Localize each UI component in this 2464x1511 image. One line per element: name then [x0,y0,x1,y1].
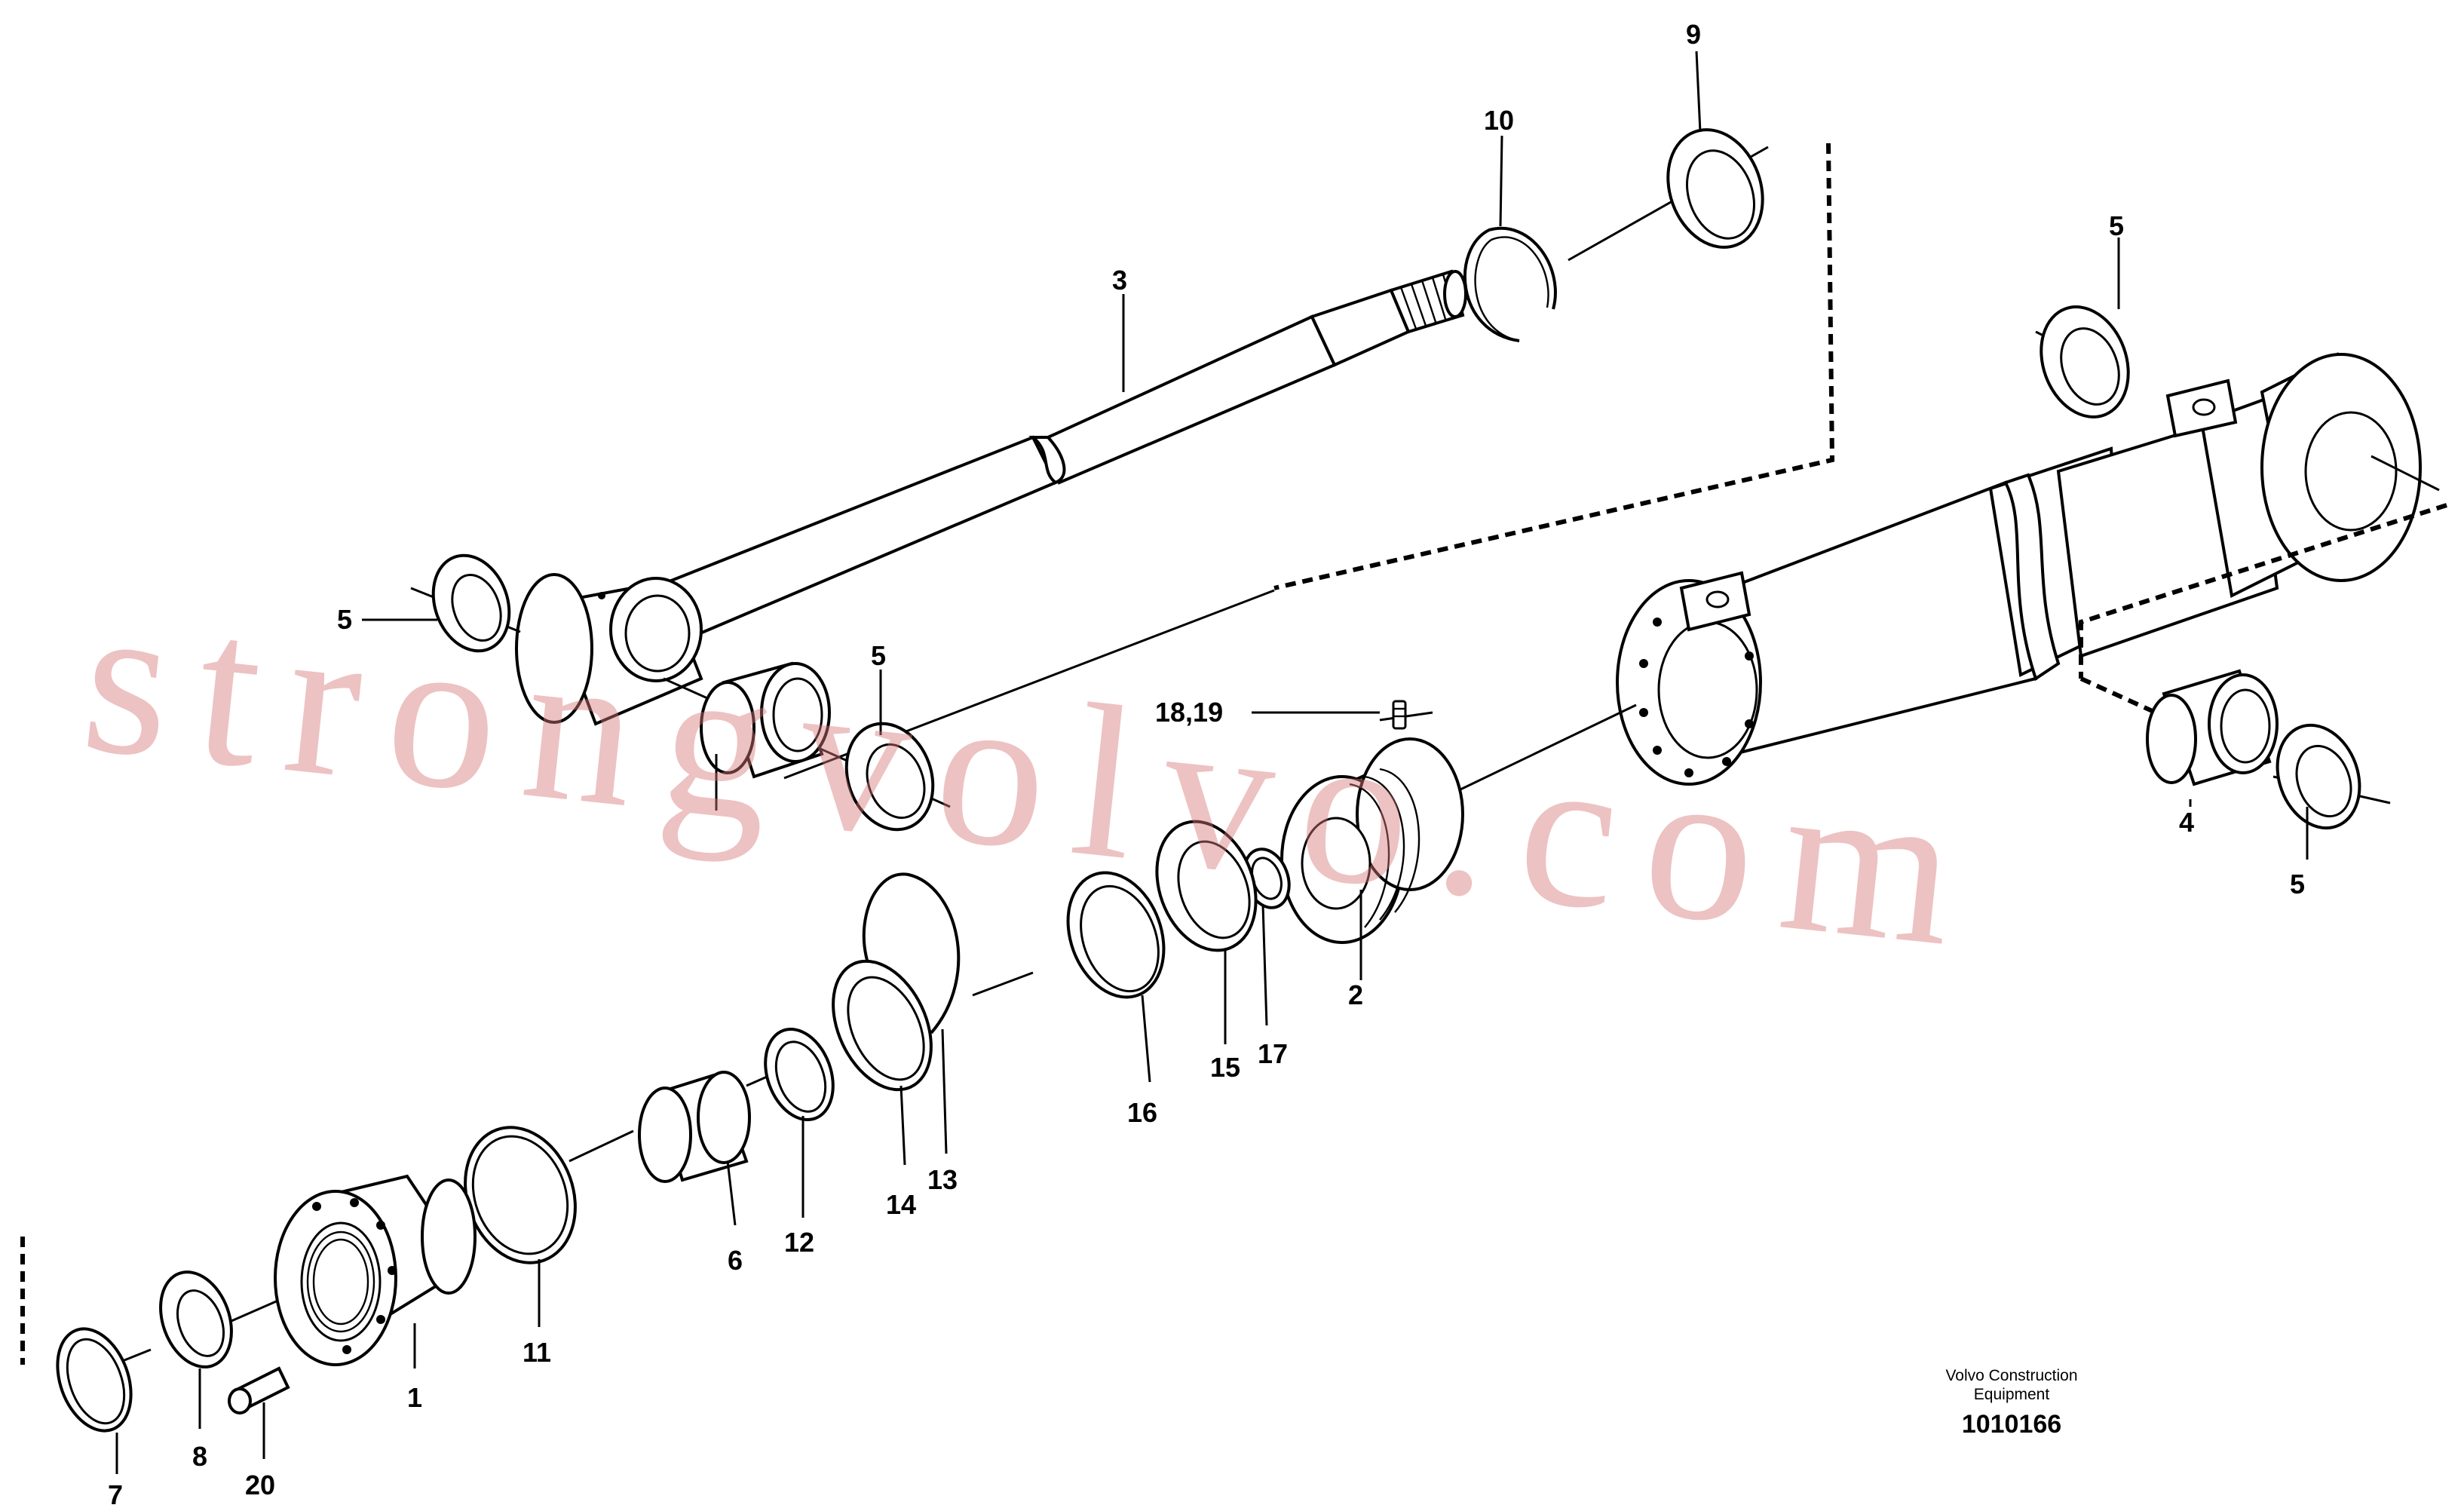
callout-5-upper-right: 5 [2109,210,2124,241]
part-9-wiper-ring [1666,128,1764,249]
part-12-ring [764,1027,835,1122]
part-11-o-ring [464,1126,577,1264]
callout-4: 4 [2179,807,2194,838]
callout-20: 20 [245,1470,275,1500]
callout-6: 6 [728,1245,743,1276]
part-5-seal-upper-right [2040,305,2130,418]
part-5-seal-left [431,553,511,653]
part-7-ring [56,1327,133,1433]
part-15-seal [1155,820,1258,952]
callout-3: 3 [1112,265,1127,296]
part-4-bushing-rod [700,661,831,779]
part-8-wiper [159,1270,233,1368]
callout-14: 14 [886,1189,916,1220]
callout-17: 17 [1258,1038,1288,1069]
part-5-seal-lower-right [2276,723,2361,830]
piston-rod [515,269,1467,726]
cylinder-tube [1616,352,2422,786]
callout-8: 8 [192,1441,207,1472]
part-1-cylinder-head [274,1174,477,1366]
part-10-snap-ring [1463,226,1557,342]
callout-5-lower-right: 5 [2290,869,2305,900]
part-5-seal-right [844,722,935,832]
callout-5-center: 5 [871,640,886,671]
callout-12: 12 [784,1227,814,1258]
callout-9: 9 [1686,19,1701,50]
callout-1: 1 [407,1382,422,1413]
title-block: Volvo Construction Equipment 1010166 [1945,1367,2077,1439]
part-16-guide-ring [1066,871,1166,999]
part-18-19-set-screw [1392,700,1407,730]
callout-16: 16 [1127,1097,1157,1128]
drawing-number: 1010166 [1962,1410,2061,1439]
callout-2: 2 [1348,979,1363,1010]
callout-5-left: 5 [337,604,352,635]
callout-7: 7 [108,1479,123,1510]
dashed-connection-lines [20,143,2447,1365]
credit-line-1: Volvo Construction [1945,1367,2077,1384]
credit-line-2: Equipment [1974,1386,2050,1403]
callout-numbers: 9 10 3 5 5 5 18,19 4 5 2 17 15 16 13 14 … [108,19,2305,1510]
callout-11: 11 [523,1337,551,1368]
part-6-bushing [638,1071,751,1183]
callout-13: 13 [927,1164,958,1195]
callout-18-19: 18,19 [1155,697,1223,728]
callout-15: 15 [1210,1052,1240,1083]
part-2-piston [1280,737,1464,944]
part-4-bushing-tube [2146,669,2279,786]
part-14-ring [832,959,933,1092]
callout-10: 10 [1484,105,1514,136]
part-20-screw [228,1366,290,1414]
leader-lines [115,51,2309,1474]
